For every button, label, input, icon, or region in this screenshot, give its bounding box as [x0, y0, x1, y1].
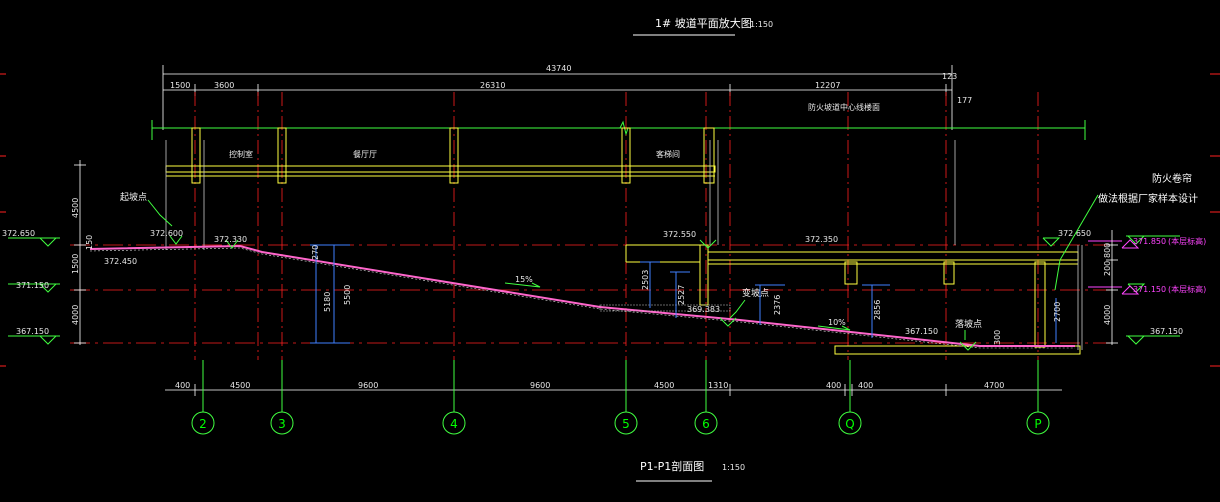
left-vertical-dims — [74, 160, 1118, 345]
label-change-point: 变坡点 — [742, 287, 769, 299]
elev-369383: 369.383 — [687, 305, 720, 314]
plan-title-scale: 1:150 — [750, 20, 773, 29]
walls — [165, 140, 1083, 350]
bdim-4500: 4500 — [230, 381, 250, 390]
axis-bubbles — [191, 360, 1050, 435]
label-end-point: 落坡点 — [955, 318, 982, 330]
building-frame — [151, 120, 1086, 140]
vdim-4500: 4500 — [71, 198, 80, 218]
plan-title-text: 1# 坡道平面放大图 — [655, 16, 752, 30]
vdim-300: 300 — [993, 330, 1002, 345]
section-title-text: P1-P1剖面图 — [640, 459, 704, 473]
shutter-leader — [1054, 194, 1099, 291]
top-dimensions — [162, 65, 953, 130]
vdim-right-4000: 4000 — [1103, 305, 1112, 325]
room-dining: 餐厅厅 — [353, 150, 377, 159]
level-lines — [70, 244, 1110, 344]
vdim-2376: 2376 — [773, 295, 782, 315]
elev-367150: 367.150 — [16, 327, 49, 336]
elev-372600: 372.600 — [150, 229, 183, 238]
dim-26310: 26310 — [480, 81, 505, 90]
elev-372550: 372.550 — [663, 230, 696, 239]
room-lift: 客梯间 — [656, 149, 680, 159]
axis-label-5: 5 — [622, 417, 630, 431]
bdim-9600a: 9600 — [358, 381, 378, 390]
bottom-dimensions — [165, 384, 1062, 396]
axis-label-Q: Q — [845, 417, 854, 431]
vdim-200: 200 — [1103, 261, 1112, 276]
dim-total: 43740 — [546, 64, 571, 73]
plan-title: 1# 坡道平面放大图 1:150 — [633, 16, 773, 36]
label-shutter: 防火卷帘 — [1152, 172, 1192, 185]
label-slope2: 10% — [828, 318, 846, 327]
magenta-level-markers — [1088, 239, 1140, 295]
vdim-2503: 2503 — [641, 270, 650, 290]
elev-371150m: 371.150 — [1133, 285, 1166, 294]
elev-371850-note: (本层标高) — [1168, 236, 1206, 246]
axis-label-3: 3 — [278, 417, 286, 431]
dim-177: 177 — [957, 96, 972, 105]
bdim-400b: 400 — [826, 381, 841, 390]
vdim-800: 800 — [1103, 243, 1112, 258]
vdim-5500: 5500 — [343, 285, 352, 305]
left-edge-marks — [0, 73, 1220, 367]
axis-label-2: 2 — [199, 417, 207, 431]
dim-123: 123 — [942, 72, 957, 81]
room-control: 控制室 — [229, 149, 253, 159]
axis-label-P: P — [1034, 417, 1041, 431]
elev-371850m: 371.850 — [1133, 237, 1166, 246]
bdim-4700: 4700 — [984, 381, 1004, 390]
bdim-9600b: 9600 — [530, 381, 550, 390]
elev-371150: 371.150 — [16, 281, 49, 290]
elev-367150b: 367.150 — [905, 327, 938, 336]
elevation-markers — [8, 235, 1180, 351]
bdim-1310: 1310 — [708, 381, 728, 390]
label-slope1: 15% — [515, 275, 533, 284]
change-point-leader — [729, 299, 746, 319]
axis-label-6: 6 — [702, 417, 710, 431]
dim-12207: 12207 — [815, 81, 840, 90]
structure — [165, 127, 1081, 355]
elev-367150r: 367.150 — [1150, 327, 1183, 336]
slope-arrows — [504, 282, 851, 331]
elev-371150-note: (本层标高) — [1168, 284, 1206, 294]
elev-372650: 372.650 — [2, 229, 35, 238]
elev-372650r: 372.650 — [1058, 229, 1091, 238]
vdim-150: 150 — [85, 235, 94, 250]
start-point-leader — [147, 199, 173, 227]
section-title: P1-P1剖面图 1:150 — [636, 459, 745, 482]
vdim-4000: 4000 — [71, 305, 80, 325]
dim-1500: 1500 — [170, 81, 190, 90]
elev-372350: 372.350 — [805, 235, 838, 244]
label-start-point: 起坡点 — [120, 191, 147, 203]
vdim-2856: 2856 — [873, 300, 882, 320]
elev-372450: 372.450 — [104, 257, 137, 266]
vdim-2527: 2527 — [677, 285, 686, 305]
ramp-center-note: 防火坡道中心线楼面 — [808, 102, 880, 112]
dim-3600: 3600 — [214, 81, 234, 90]
blue-dims — [310, 244, 1057, 344]
red-grid-lines — [194, 92, 1039, 360]
section-title-scale: 1:150 — [722, 463, 745, 472]
axis-label-4: 4 — [450, 417, 458, 431]
vdim-2700: 2700 — [1053, 302, 1062, 322]
bdim-400c: 400 — [858, 381, 873, 390]
elev-372330: 372.330 — [214, 235, 247, 244]
bdim-4500b: 4500 — [654, 381, 674, 390]
vdim-270: 270 — [311, 245, 320, 260]
vdim-1500: 1500 — [71, 254, 80, 274]
bdim-400: 400 — [175, 381, 190, 390]
vdim-5180: 5180 — [323, 292, 332, 312]
ramp — [89, 244, 1075, 349]
label-shutter-note: 做法根据厂家样本设计 — [1098, 192, 1198, 205]
